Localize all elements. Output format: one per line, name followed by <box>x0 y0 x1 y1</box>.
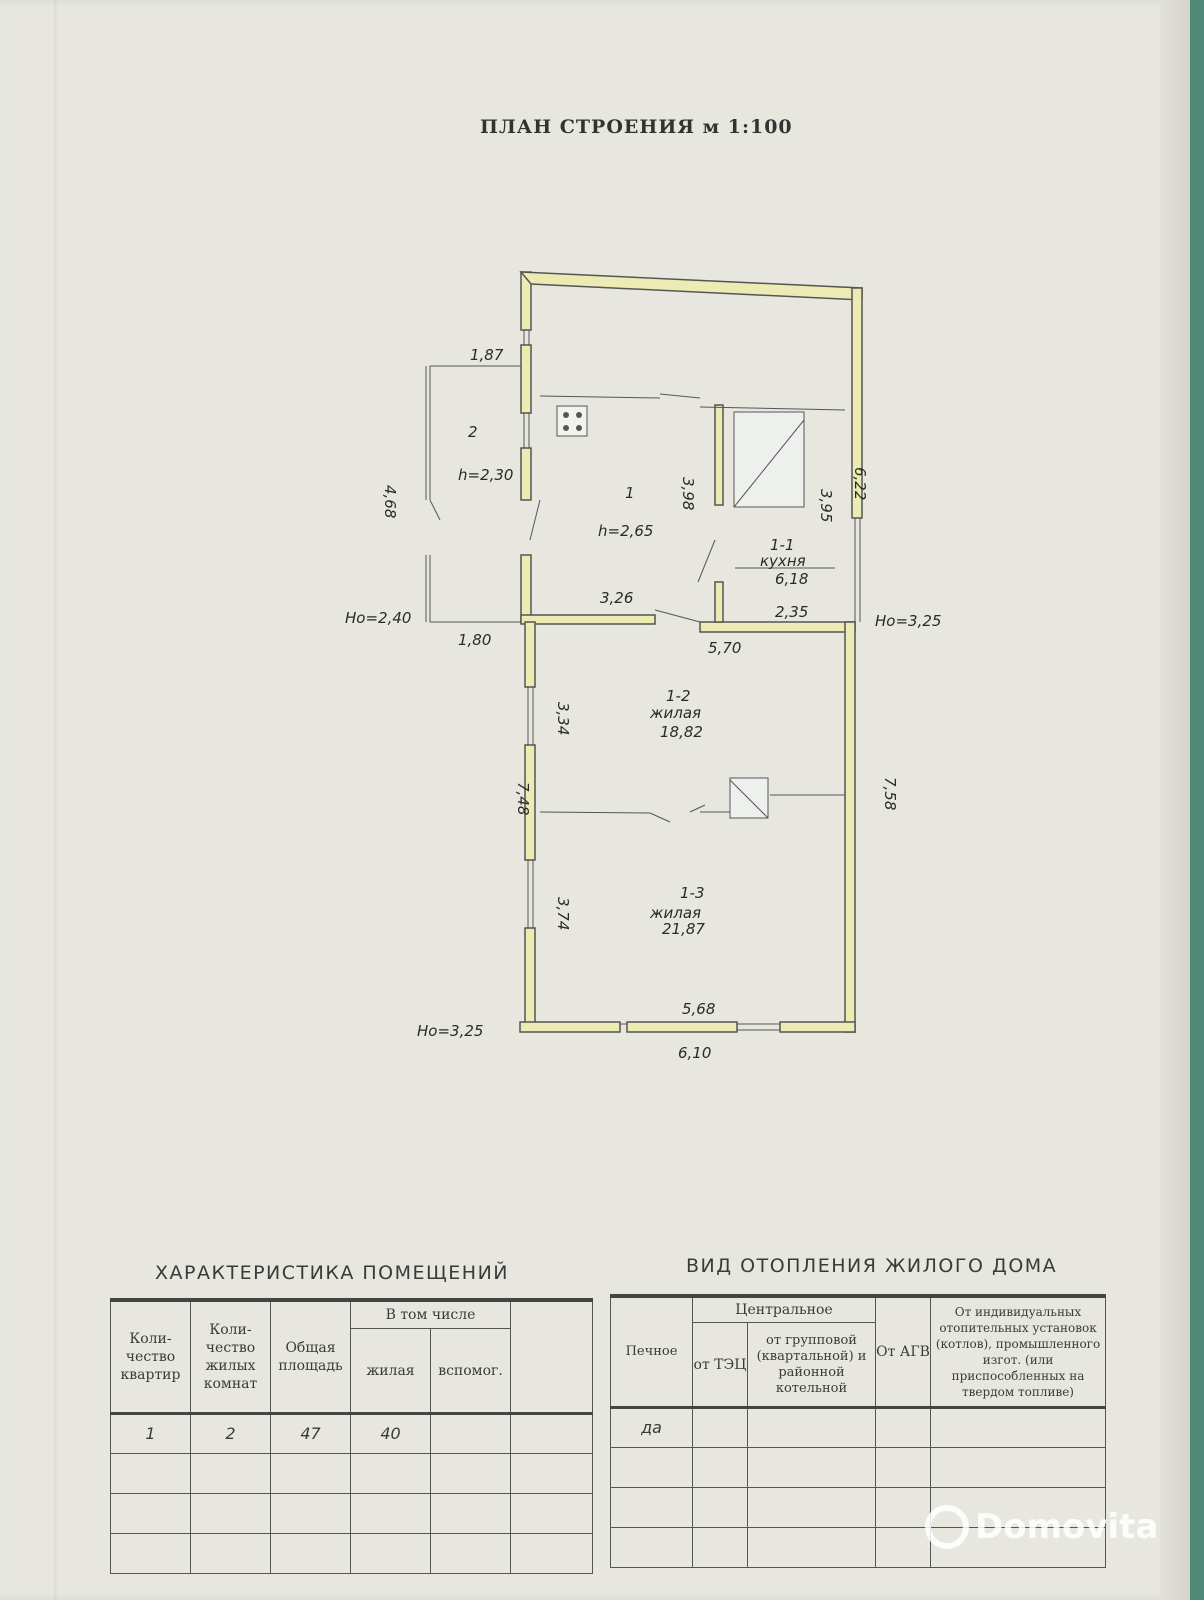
watermark: Domovita <box>925 1505 1158 1549</box>
room-1-2-name: жилая <box>649 704 701 722</box>
oven-icon <box>733 411 805 508</box>
heating-heading: ВИД ОТОПЛЕНИЯ ЖИЛОГО ДОМА <box>686 1255 1058 1277</box>
col-aux: вспомог. <box>429 1328 512 1414</box>
dim-1-80: 1,80 <box>458 631 491 649</box>
col-rooms: Коли-чество жилых комнат <box>190 1298 271 1414</box>
watermark-text: Domovita <box>975 1507 1159 1547</box>
plan-title: ПЛАН СТРОЕНИЯ м 1:100 <box>480 116 793 138</box>
room-1-3-area: 21,87 <box>662 920 705 938</box>
stove-icon <box>556 405 588 437</box>
value-rooms: 2 <box>190 1412 271 1454</box>
dim-1-87: 1,87 <box>470 346 504 364</box>
rooms-characteristics-heading: ХАРАКТЕРИСТИКА ПОМЕЩЕНИЙ <box>155 1262 509 1284</box>
col-total-area: Общая площадь <box>270 1298 351 1414</box>
room-2-height: h=2,30 <box>458 466 513 484</box>
room-1-1-name: кухня <box>760 552 806 570</box>
dim-3-95: 3,95 <box>817 489 835 522</box>
dim-3-98: 3,98 <box>679 477 697 510</box>
rooms-characteristics-table: Коли-чество квартир Коли-чество жилых ко… <box>110 1298 594 1574</box>
wall-top <box>519 271 863 301</box>
wall-right-lower <box>844 621 856 1033</box>
room-1-height: h=2,65 <box>598 522 653 540</box>
partition <box>714 581 724 623</box>
col-group: от групповой (квартальной) и районной ко… <box>746 1322 877 1408</box>
value-empty <box>510 1412 594 1454</box>
wall-bottom <box>779 1021 856 1033</box>
col-living: жилая <box>350 1328 431 1414</box>
wall-segment <box>524 744 536 861</box>
col-stove: Печное <box>610 1294 693 1408</box>
heating-table: Печное Центральное От АГВ От индивидуаль… <box>610 1294 1107 1568</box>
dim-3-34: 3,34 <box>554 702 572 735</box>
room-1-1-area: 6,18 <box>775 570 808 588</box>
value-total: 47 <box>270 1412 351 1454</box>
dim-7-48: 7,48 <box>514 782 532 815</box>
room-1-2-number: 1-2 <box>666 687 691 705</box>
wall-right-upper <box>851 287 863 519</box>
wall-bottom <box>626 1021 738 1033</box>
wall-segment <box>520 447 532 501</box>
room-1-3-number: 1-3 <box>680 884 705 902</box>
col-individual: От индивидуальных отопительных установок… <box>930 1294 1107 1408</box>
level-2-40: Hо=2,40 <box>345 609 411 627</box>
page-fold <box>54 0 58 1600</box>
col-agv: От АГВ <box>875 1294 932 1408</box>
dim-3-26: 3,26 <box>600 589 633 607</box>
col-central: Центральное <box>691 1294 877 1324</box>
room-1-3-name: жилая <box>649 904 701 922</box>
wall-segment <box>524 927 536 1029</box>
dim-7-58: 7,58 <box>881 777 899 810</box>
wall-middle-left <box>520 614 656 625</box>
col-including: В том числе <box>349 1298 512 1330</box>
dim-4-68: 4,68 <box>381 485 399 518</box>
value-apartments: 1 <box>110 1412 191 1454</box>
level-3-25-right: Hо=3,25 <box>875 612 941 630</box>
room-1-1-number: 1-1 <box>770 536 795 554</box>
wall-segment <box>520 344 532 414</box>
value-stove: да <box>610 1406 693 1448</box>
wall-segment <box>520 554 532 624</box>
col-tec: от ТЭЦ <box>692 1322 748 1408</box>
dim-6-22: 6,22 <box>851 467 869 500</box>
value-living: 40 <box>350 1412 431 1454</box>
dim-3-74: 3,74 <box>554 897 572 930</box>
dim-6-10: 6,10 <box>678 1044 711 1062</box>
dim-5-70: 5,70 <box>708 639 741 657</box>
room-1-number: 1 <box>625 484 635 502</box>
watermark-logo-icon <box>925 1505 969 1549</box>
dim-2-35: 2,35 <box>775 603 808 621</box>
dim-5-68: 5,68 <box>682 1000 715 1018</box>
wall-segment <box>524 621 536 688</box>
wall-bottom <box>519 1021 621 1033</box>
level-3-25-bottom: Hо=3,25 <box>417 1022 483 1040</box>
col-empty <box>510 1298 594 1414</box>
room-1-2-area: 18,82 <box>660 723 703 741</box>
col-apartments: Коли-чество квартир <box>110 1298 191 1414</box>
room-2-number: 2 <box>468 423 478 441</box>
page-edge <box>1160 0 1190 1600</box>
partition <box>714 404 724 506</box>
wall-middle-right <box>699 621 856 633</box>
value-aux <box>429 1412 512 1454</box>
